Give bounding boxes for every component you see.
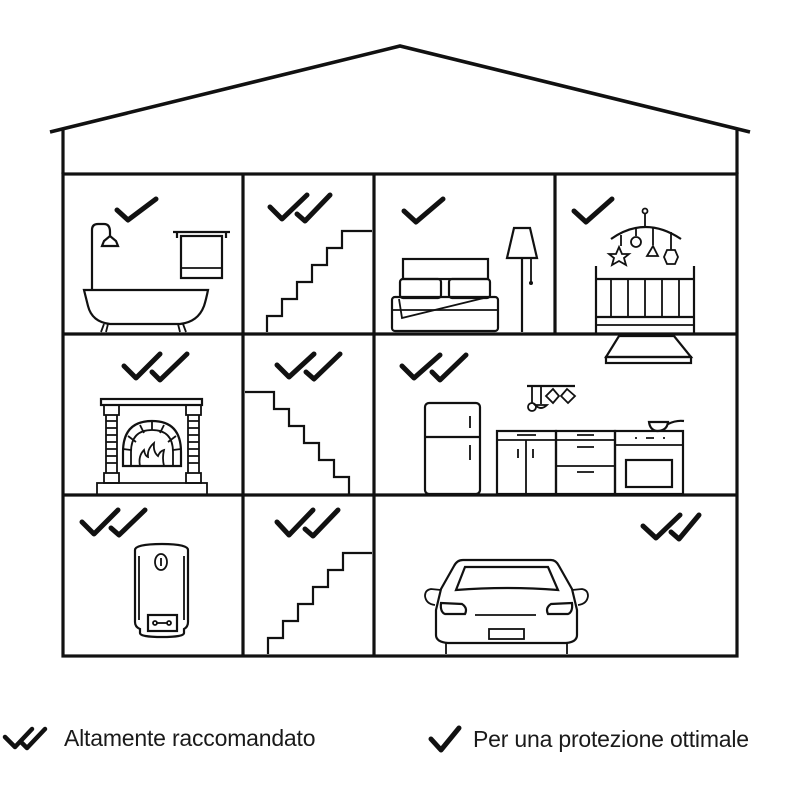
room-stairs-bottom	[266, 507, 372, 654]
stairs-icon	[245, 390, 351, 494]
house-illustration	[49, 44, 751, 658]
legend: Altamente raccomandato Per una protezion…	[0, 722, 800, 762]
legend-label-double: Altamente raccomandato	[64, 724, 316, 751]
legend-item-single: Per una protezione ottimale	[427, 722, 749, 756]
double-check-icon	[399, 352, 469, 383]
check-icon	[114, 196, 159, 223]
room-boiler	[79, 507, 190, 639]
legend-label-single: Per una protezione ottimale	[473, 725, 749, 752]
room-nursery	[571, 196, 696, 334]
room-stairs-top	[265, 192, 372, 332]
double-check-icon	[640, 512, 702, 542]
check-icon	[401, 196, 446, 225]
car-icon	[424, 558, 589, 654]
roof	[49, 44, 751, 174]
room-kitchen	[399, 334, 694, 496]
double-check-icon	[79, 507, 148, 538]
double-check-icon	[267, 192, 333, 224]
crib-mobile-icon	[594, 207, 696, 334]
stairs-icon	[265, 229, 372, 332]
double-check-icon	[274, 351, 343, 382]
water-heater-icon	[133, 542, 190, 639]
double-check-icon	[2, 726, 48, 751]
bed-lamp-icon	[390, 226, 539, 333]
kitchen-icon	[423, 334, 694, 496]
double-check-icon	[274, 507, 341, 539]
stairs-icon	[266, 551, 372, 654]
room-bathroom	[82, 196, 230, 333]
room-stairs-middle	[245, 351, 351, 494]
check-icon	[428, 725, 462, 753]
legend-item-double: Altamente raccomandato	[2, 722, 315, 754]
room-garage	[424, 512, 702, 654]
fireplace-icon	[96, 397, 208, 496]
room-living-room	[96, 351, 208, 496]
double-check-icon	[121, 351, 190, 383]
room-bedroom	[390, 196, 539, 333]
bathtub-shower-icon	[82, 222, 230, 333]
check-icon	[571, 196, 615, 225]
